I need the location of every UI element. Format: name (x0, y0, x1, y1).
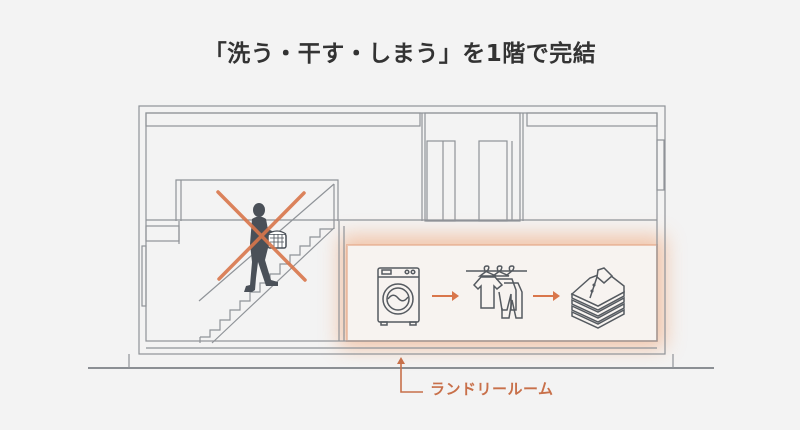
laundry-room-label: ランドリールーム (430, 380, 554, 398)
arrow-right-icon (432, 291, 459, 301)
arrow-right-icon (533, 291, 560, 301)
building-outline (88, 105, 714, 369)
folded-shirts-icon (570, 267, 625, 329)
page-title: 「洗う・干す・しまう」を1階で完結 (203, 41, 597, 67)
prohibited-x-icon (216, 190, 307, 282)
washing-machine-icon (377, 267, 420, 326)
hanging-clothes-icon (466, 265, 527, 319)
label-pointer-arrow (397, 357, 423, 393)
